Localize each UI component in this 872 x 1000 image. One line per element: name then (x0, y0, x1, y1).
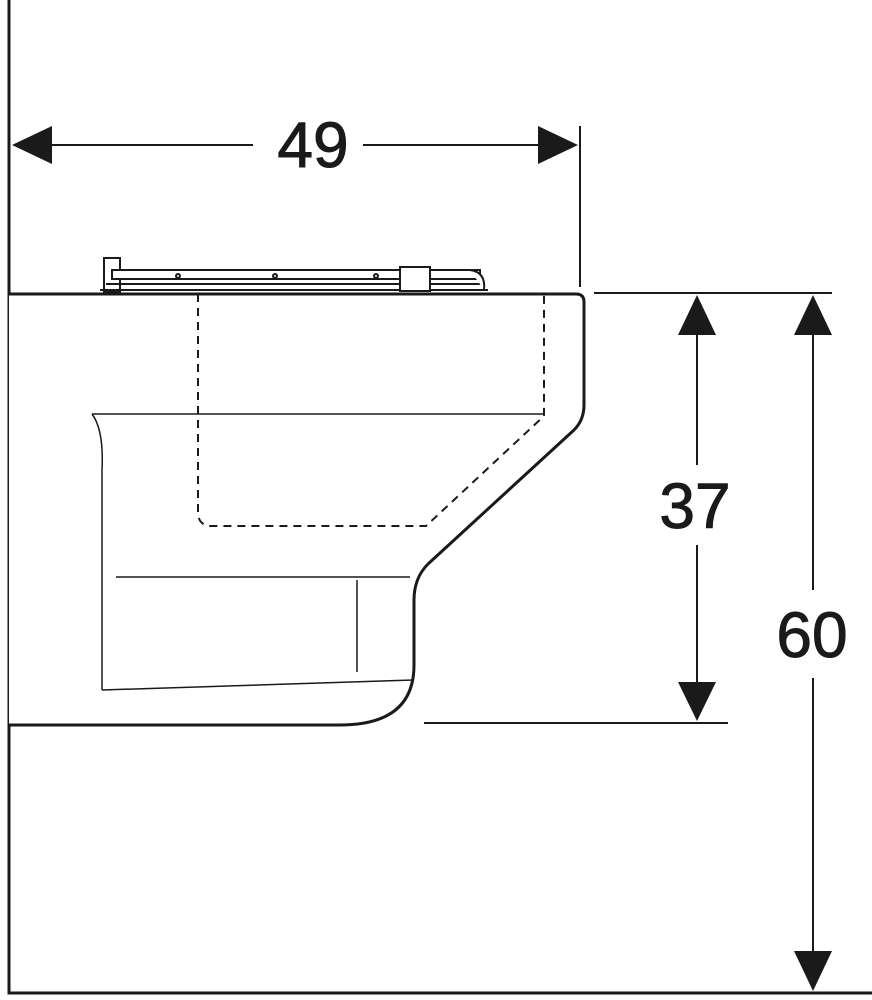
width-arrow-left (12, 126, 52, 164)
bowl-back-contour (91, 413, 104, 690)
bowl-height-arrow-bottom (678, 682, 716, 721)
toilet-bowl (9, 292, 586, 727)
total-height-arrow-bottom (794, 951, 832, 991)
bowl-outline (9, 292, 586, 727)
dimension-height-total: 60 (776, 295, 848, 991)
seat-rivet (272, 273, 278, 279)
seat-front-curve (469, 269, 486, 291)
total-height-arrow-top (794, 295, 832, 335)
toilet-seat (100, 257, 488, 293)
seat-rivet (175, 273, 181, 279)
bowl-lower-contour (101, 679, 415, 691)
bowl-height-arrow-top (678, 295, 716, 335)
dimension-width: 49 (12, 109, 581, 287)
bowl-inner-dashed (197, 294, 545, 527)
bowl-height-label: 37 (659, 470, 730, 542)
seat-buffer-block (399, 266, 431, 292)
width-label: 49 (277, 109, 348, 181)
total-height-label: 60 (776, 599, 847, 671)
seat-rivet (373, 273, 379, 279)
dimension-height-bowl: 37 (424, 292, 832, 724)
width-arrow-right (538, 126, 578, 164)
